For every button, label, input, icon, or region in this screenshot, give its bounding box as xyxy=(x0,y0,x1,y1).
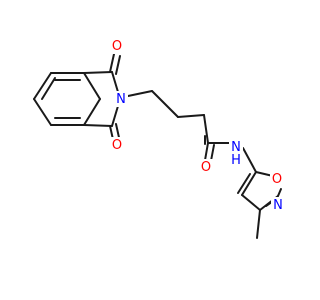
amide-hydrogen-label: H xyxy=(231,153,241,168)
imide-ring xyxy=(83,71,119,127)
molecule-structure: O O N O N H O N xyxy=(33,38,285,239)
ring-nitrogen-label: N xyxy=(273,198,283,213)
atom-labels: O O N O N H O N xyxy=(110,38,285,213)
oxygen-top-label: O xyxy=(112,39,122,54)
alkyl-chain xyxy=(127,90,209,144)
amide-nh-bond xyxy=(207,142,257,173)
amide-oxygen-label: O xyxy=(201,160,211,175)
ring-oxygen-label: O xyxy=(272,172,282,187)
oxygen-bottom-label: O xyxy=(112,138,122,153)
amide-nitrogen-label: N xyxy=(231,140,241,155)
benzene-ring xyxy=(33,72,101,126)
imide-nitrogen-label: N xyxy=(116,92,126,107)
